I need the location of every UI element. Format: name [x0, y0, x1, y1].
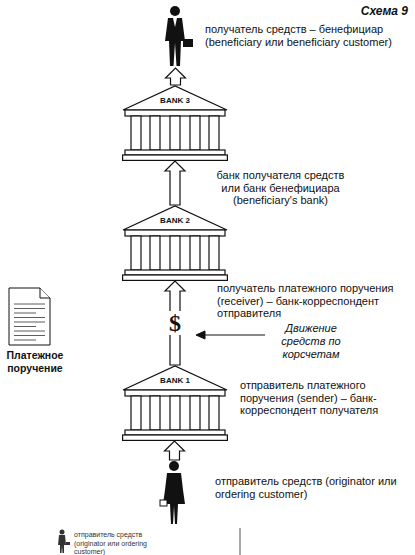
- bank-step: [123, 275, 228, 280]
- bank-column: [131, 116, 141, 150]
- small-person-figure: [58, 530, 70, 554]
- originator-figure: отправитель средств (originator или orde…: [156, 460, 192, 526]
- beneficiary-figure: получатель средств – бенефициар (benefic…: [158, 5, 194, 68]
- bank-name: BANK 3: [122, 96, 228, 105]
- role-description: отправитель средств (originator или orde…: [215, 475, 410, 500]
- bank-name: BANK 1: [122, 376, 228, 385]
- document-line: [14, 308, 45, 309]
- leader-arrow: [196, 331, 265, 339]
- role-description: банк получателя средств или банк бенефиц…: [208, 169, 353, 207]
- document-line: [14, 313, 36, 314]
- figure-body: [58, 535, 66, 553]
- bank-column: [150, 116, 160, 150]
- bank-step: [125, 150, 225, 155]
- bank-building: BANK 2получатель платежного поручения (r…: [122, 205, 228, 281]
- figure-briefcase: [183, 39, 193, 47]
- bank-column: [131, 236, 141, 270]
- bank-column: [150, 396, 160, 430]
- bank-entablature: [125, 390, 225, 396]
- bank-pediment: [123, 366, 227, 390]
- document-line: [14, 340, 36, 341]
- figure-shirt: [173, 18, 177, 27]
- bank-column: [131, 396, 141, 430]
- flow-arrow: [165, 281, 185, 365]
- figure-head: [60, 530, 65, 535]
- figure-body: [163, 473, 185, 524]
- bank-entablature: [125, 110, 225, 116]
- figure-head: [170, 6, 180, 16]
- bank-column: [190, 236, 200, 270]
- person-figure: [156, 460, 192, 526]
- flow-arrow: [165, 441, 185, 460]
- figure-head: [169, 461, 179, 471]
- figure-papers: [160, 500, 167, 506]
- strip-divider: [240, 528, 241, 555]
- flow-arrow: [166, 68, 186, 85]
- bank-column: [170, 396, 180, 430]
- document-line: [14, 335, 45, 336]
- bank-pediment: [123, 86, 227, 110]
- leader-head: [196, 331, 205, 339]
- bank-column: [190, 116, 200, 150]
- document-line: [14, 304, 45, 305]
- bank-column: [170, 116, 180, 150]
- document-line: [14, 331, 45, 332]
- bank-name: BANK 2: [122, 216, 228, 225]
- bank-step: [125, 430, 225, 435]
- bank-pediment: [123, 206, 227, 230]
- document-fold: [40, 288, 50, 298]
- bank-column: [170, 236, 180, 270]
- bank-step: [125, 270, 225, 275]
- bank-column: [209, 116, 219, 150]
- bank-column: [150, 236, 160, 270]
- bank-step: [123, 155, 228, 160]
- leader-line: [202, 335, 265, 336]
- document-lines: [14, 304, 45, 340]
- bank-column: [209, 396, 219, 430]
- document-line: [14, 322, 45, 323]
- flow-arrow: [165, 161, 185, 205]
- document-line: [14, 326, 36, 327]
- role-description: отправитель платежного поручения (sender…: [240, 379, 408, 417]
- document-sheet: [9, 288, 50, 345]
- bank-entablature: [125, 230, 225, 236]
- document-icon: [9, 288, 50, 345]
- bank-step: [123, 435, 228, 440]
- bank-building: BANK 1отправитель платежного поручения (…: [122, 365, 228, 441]
- flow-note: Движение средств по корсчетам: [268, 322, 354, 361]
- figure-body: [165, 18, 185, 66]
- strip-caption: отправитель средств (originator или orde…: [74, 531, 174, 555]
- person-figure: [158, 5, 194, 68]
- figure-bag: [66, 542, 70, 545]
- diagram-title: Схема 9: [361, 4, 408, 18]
- document-line: [14, 317, 45, 318]
- bank-column: [190, 396, 200, 430]
- bank-column: [209, 236, 219, 270]
- edge-label: $: [168, 311, 182, 335]
- role-description: получатель платежного поручения (receive…: [217, 282, 412, 320]
- bank-building: BANK 3банк получателя средств или банк б…: [122, 85, 228, 161]
- role-description: получатель средств – бенефициар (benefic…: [205, 23, 410, 48]
- document-caption: Платежное поручение: [2, 349, 68, 374]
